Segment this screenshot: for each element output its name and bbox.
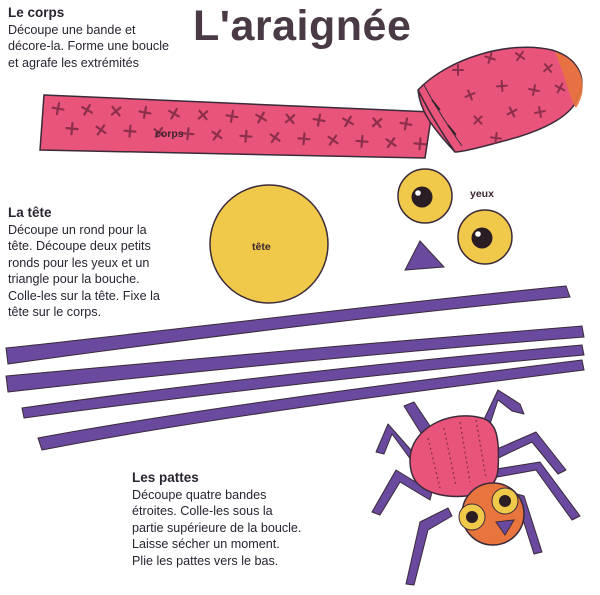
decor-cross xyxy=(516,50,524,62)
instruction-line: et agrafe les extrémités xyxy=(8,55,139,70)
decor-cross xyxy=(487,52,493,64)
folded-loop xyxy=(417,46,583,153)
instruction-line: étroites. Colle-les sous la xyxy=(132,504,273,519)
decor-cross xyxy=(386,137,396,149)
decor-cross xyxy=(464,92,476,98)
decor-cross xyxy=(302,132,306,146)
decor-cross xyxy=(508,106,516,118)
decor-cross xyxy=(186,127,190,141)
instruction-line: ronds pour les yeux et un xyxy=(8,255,150,270)
decor-cross xyxy=(543,63,553,73)
instruction-line: Plie les pattes vers le bas. xyxy=(132,553,279,568)
decor-cross xyxy=(229,109,235,123)
decor-cross xyxy=(496,84,508,88)
decor-cross xyxy=(170,107,178,120)
decor-cross xyxy=(403,117,409,131)
instruction-line: Découpe quatre bandes xyxy=(132,488,267,502)
decor-cross xyxy=(142,105,148,119)
instruction-line: tête. Découpe deux petits xyxy=(8,239,151,254)
decor-cross xyxy=(96,124,106,136)
instruction-line: décore-la. Forme une boucle xyxy=(8,39,170,54)
decor-cross xyxy=(197,110,209,120)
decor-cross xyxy=(371,117,383,128)
decor-cross xyxy=(284,114,296,124)
instruction-line: Découpe une bande et xyxy=(8,23,136,37)
eye-right xyxy=(457,209,513,265)
section-heading-corps: Le corps xyxy=(8,5,65,20)
decor-cross xyxy=(212,129,222,141)
mouth-triangle xyxy=(404,240,446,271)
decor-cross xyxy=(360,134,364,148)
section-heading-pattes: Les pattes xyxy=(132,470,199,485)
decor-cross xyxy=(344,115,352,128)
body-strip: corps xyxy=(39,94,433,159)
eye-left xyxy=(397,168,453,224)
section-heading-tete: La tête xyxy=(8,205,52,220)
decor-cross xyxy=(473,115,483,125)
decor-cross xyxy=(83,103,91,116)
head-circle: tête xyxy=(209,184,329,304)
decor-cross xyxy=(70,121,74,136)
decor-cross xyxy=(128,124,132,138)
section-pattes: Les pattes Découpe quatre bandes étroite… xyxy=(132,470,342,569)
decor-cross xyxy=(257,111,265,124)
instruction-line: triangle pour la bouche. xyxy=(8,272,140,287)
decor-cross xyxy=(110,106,122,116)
section-tete: La tête Découpe un rond pour la tête. Dé… xyxy=(8,205,183,320)
decor-cross xyxy=(494,132,498,144)
decor-cross xyxy=(528,88,540,92)
instruction-line: Laisse sécher un moment. xyxy=(132,537,280,552)
decor-cross xyxy=(538,106,542,118)
decor-cross xyxy=(244,129,248,143)
spider-assembled xyxy=(371,389,581,586)
section-corps: Le corps Découpe une bande et décore-la.… xyxy=(8,5,188,71)
decor-cross xyxy=(55,102,61,116)
decor-cross xyxy=(270,131,280,144)
instruction-line: Découpe un rond pour la xyxy=(8,223,147,237)
label-yeux: yeux xyxy=(470,188,494,200)
decor-cross xyxy=(154,126,164,138)
decor-cross xyxy=(316,113,322,127)
leg-strips xyxy=(5,285,585,451)
decor-cross xyxy=(418,137,422,151)
page-title: L'araignée xyxy=(193,2,412,50)
instruction-line: partie supérieure de la boucle. xyxy=(132,520,302,535)
label-corps: corps xyxy=(155,128,184,140)
decor-cross xyxy=(554,84,566,92)
label-tete: tête xyxy=(252,241,271,253)
instruction-line: Colle-les sur la tête. Fixe la xyxy=(8,288,160,303)
decor-cross xyxy=(328,134,338,146)
instruction-line: tête sur le corps. xyxy=(8,305,102,320)
